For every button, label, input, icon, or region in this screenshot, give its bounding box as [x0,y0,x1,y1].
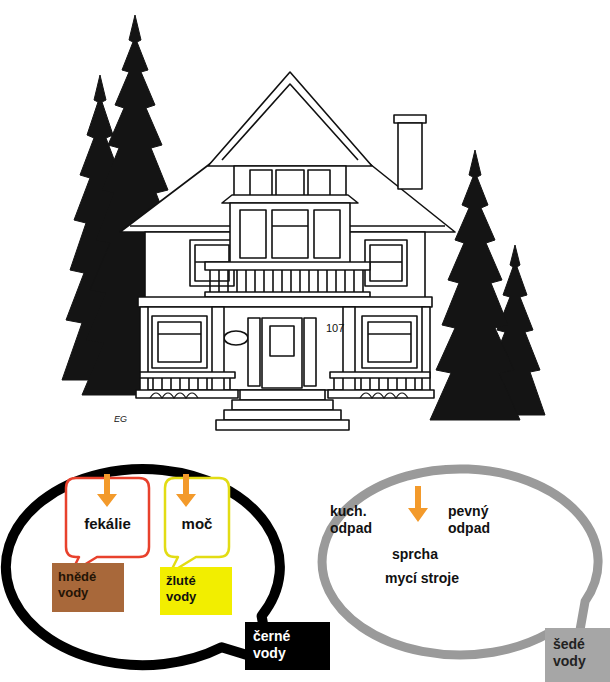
house-outline-part [343,307,355,393]
category-tag: žluté vody [160,567,232,615]
callout-box: fekálie [65,477,150,575]
waste-label: fekálie [65,515,150,533]
bubble-outline [6,469,280,665]
waste-label: pevný odpad [448,503,514,537]
waste-label: moč [164,515,230,533]
artist-signature: EG [114,414,127,424]
house-outline-part [158,333,201,335]
house-outline-part [370,261,402,263]
house-outline-part [140,307,148,393]
house-outline-part [216,420,349,430]
waste-label: kuch. odpad [330,503,390,537]
house-outline-part [222,195,358,203]
conifer-trees-part [430,150,520,420]
house-outline-part [308,170,330,196]
house-outline-part [140,372,235,378]
house-outline-part [276,170,304,196]
house-outline-part [212,307,224,393]
house-outline-part [272,225,308,227]
house-outline-part [248,318,260,386]
waste-label: sprcha [375,546,455,563]
house-outline-part [368,322,411,362]
orange-arrows [97,474,428,522]
house-outline-part [272,210,308,258]
house-outline-part [304,318,316,386]
category-label: žluté vody [160,567,232,608]
shrubs [150,393,408,398]
house-outline-part [362,316,417,368]
callout-outline [66,478,149,573]
speech-bubble: černé vody fekálie hnědé vody moč žluté vody [0,462,340,677]
category-label: hnědé vody [52,563,124,604]
house-outline-part [130,225,445,227]
house-outline-part [250,170,272,196]
house-outline-part [232,400,333,410]
house-outline-part [222,84,358,160]
category-tag: šedé vody [545,628,610,682]
house-outline-part [230,203,350,263]
house-outline-part [240,390,325,400]
house-outline-part [365,240,407,286]
house-outline [120,72,455,430]
shrubs-part [150,393,408,398]
house-outline-part [394,115,426,123]
orange-arrows-part [408,486,428,522]
conifer-trees [62,15,545,420]
house-outline-part [158,322,201,362]
house-outline-part [270,326,294,356]
house-outline-part [152,316,207,368]
house-outline-part [210,270,363,292]
house-outline-part [138,297,432,307]
house-outline-part [398,123,422,189]
house-number: 107 [326,322,344,334]
orange-arrows-part [97,474,117,507]
house-outline-part [205,262,370,270]
category-tag: černé vody [245,622,330,670]
speech-bubble: kuch. odpad pevný odpad sprcha mycí stroje š… [315,462,610,682]
category-tag: hnědé vody [52,563,124,612]
house-outline-part [314,210,340,258]
callout-outline [165,478,229,573]
orange-arrows-part [176,474,196,507]
house-outline-part [368,333,411,335]
house-outline-part [208,72,372,166]
house-outline-part [224,410,341,420]
house-outline-part [240,210,266,258]
waste-label: mycí stroje [385,570,485,587]
house-outline-part [330,372,430,378]
house-outline-part [422,307,430,393]
house-outline-part [370,245,402,281]
bubble-outline [322,469,598,655]
house-outline-part [262,318,302,388]
house-outline-part [224,331,248,345]
callout-box: moč [164,477,230,575]
